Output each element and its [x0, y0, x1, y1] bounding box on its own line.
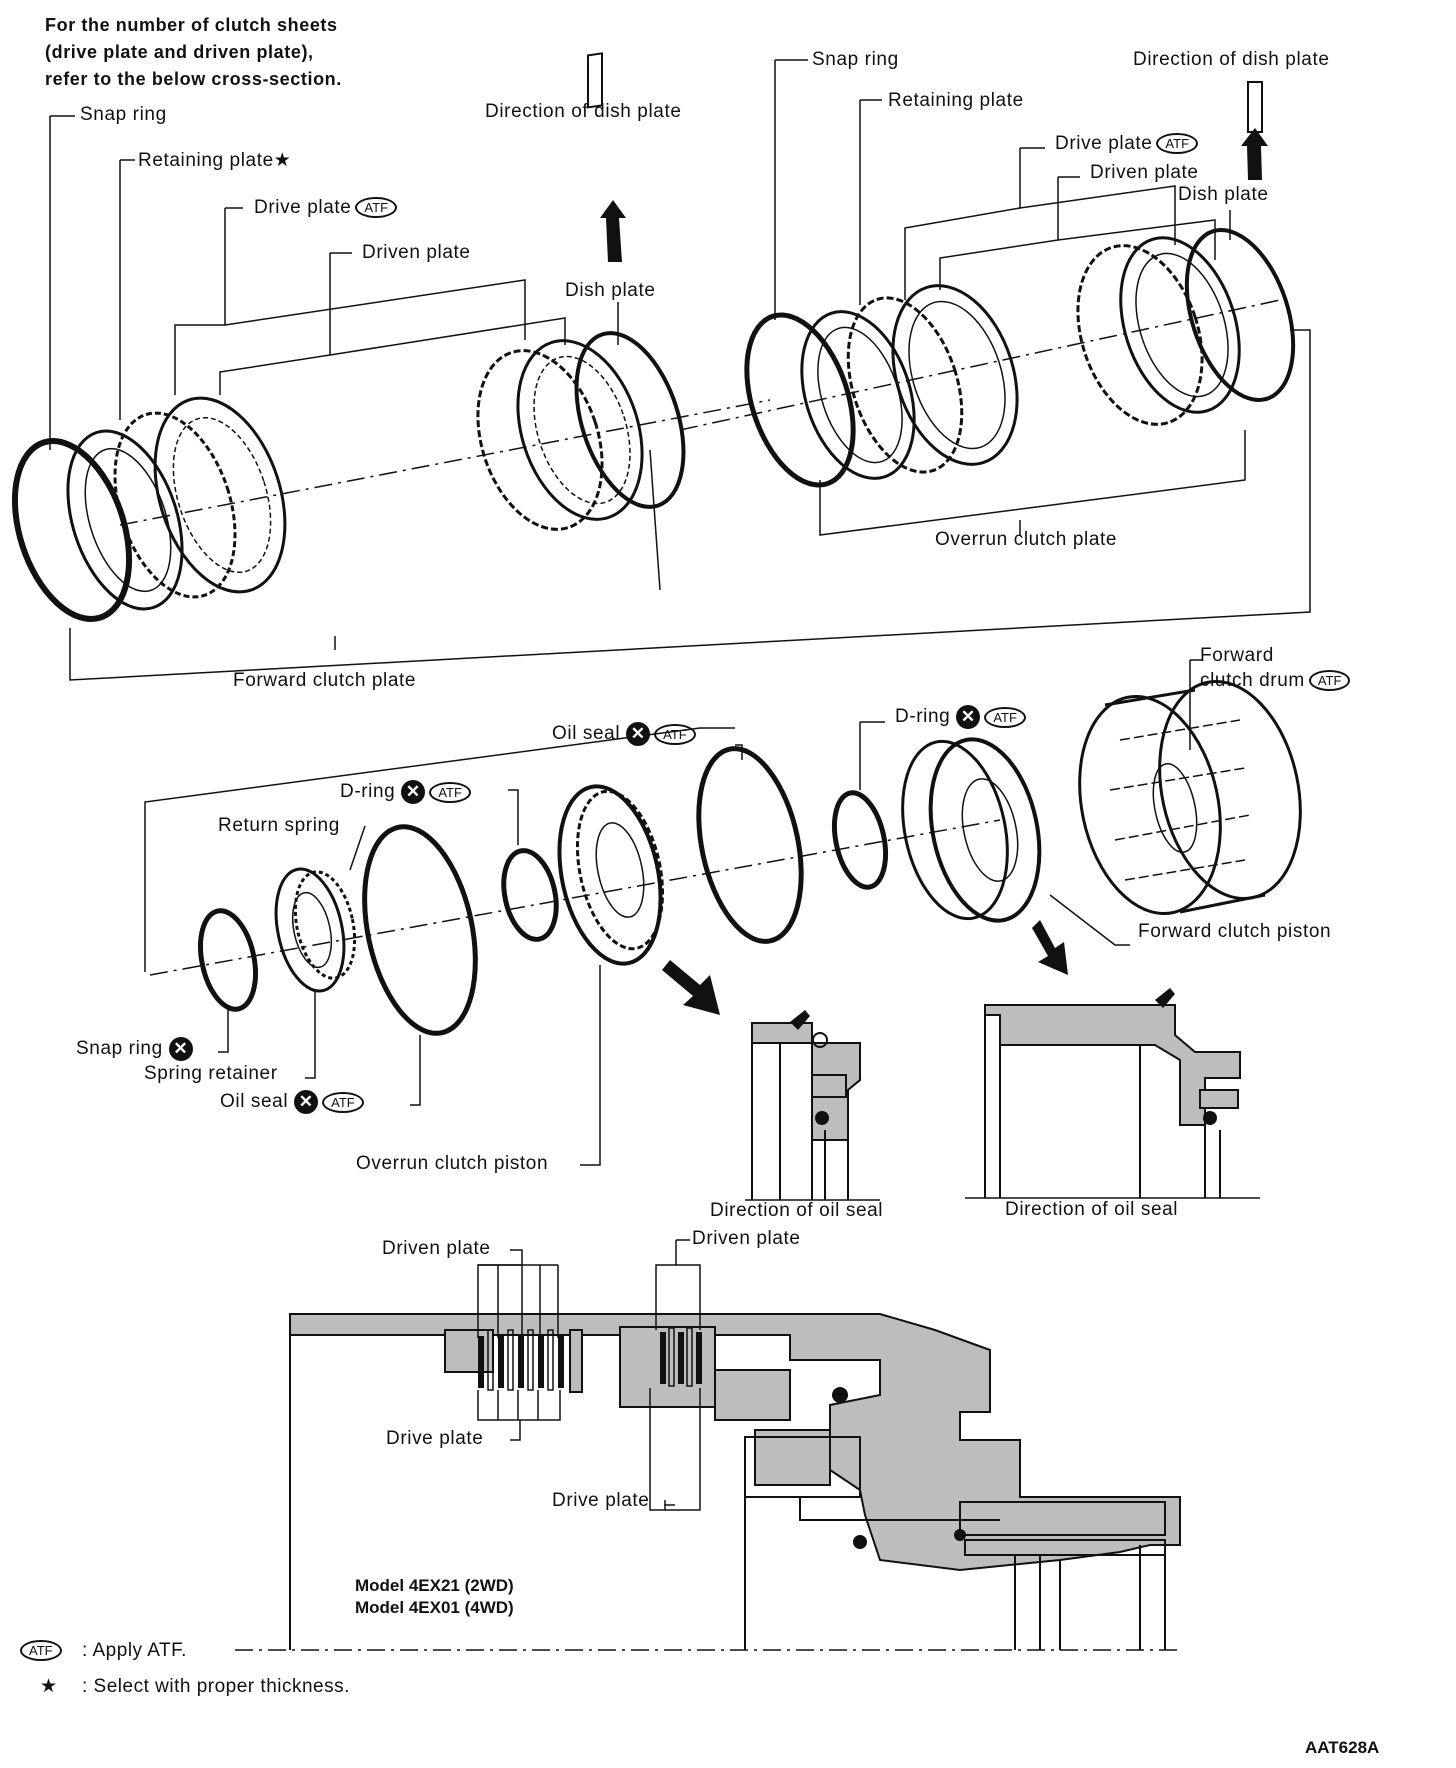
- forward-clutch-piston-part: [901, 739, 1009, 921]
- label-direction-oil-seal-1: Direction of oil seal: [710, 1200, 884, 1221]
- note-line-1: For the number of clutch sheets: [45, 15, 338, 35]
- oil-seal-detail-2: [965, 988, 1260, 1199]
- label-driven-plate-left: Driven plate: [362, 242, 471, 263]
- x-mark-icon: ✕: [294, 1090, 319, 1114]
- note-line-2: (drive plate and driven plate),: [45, 42, 314, 62]
- atf-icon: ATF: [355, 197, 398, 219]
- label-retaining-plate-right: Retaining plate: [888, 90, 1024, 111]
- atf-icon: ATF: [1156, 133, 1199, 155]
- model-info: Model 4EX21 (2WD) Model 4EX01 (4WD): [355, 1575, 514, 1619]
- dish-plate-left-part: [574, 331, 686, 509]
- label-direction-dish-left: Direction of dish plate: [485, 101, 682, 122]
- label-forward-clutch-piston: Forward clutch piston: [1138, 921, 1332, 942]
- label-direction-dish-right: Direction of dish plate: [1133, 49, 1330, 70]
- label-dish-plate-right: Dish plate: [1178, 184, 1269, 205]
- label-drive-plate-left-text: Drive plate: [254, 197, 352, 218]
- drive-plate-right-part: [846, 296, 964, 474]
- plate-stack-1: [478, 1329, 583, 1393]
- driven-plate-left-part: [476, 349, 604, 531]
- star-icon: ★: [40, 1676, 58, 1697]
- snap-ring-bottom-part: [198, 908, 258, 1012]
- x-mark-icon: ✕: [168, 1037, 193, 1061]
- label-driven-plate-cs1: Driven plate: [382, 1238, 491, 1259]
- legend-star-text: : Select with proper thickness.: [82, 1676, 350, 1697]
- driven-plate-right-part: [1076, 244, 1204, 426]
- label-forward-clutch-plate: Forward clutch plate: [233, 670, 417, 691]
- cross-section-drawing: [235, 1239, 1181, 1651]
- label-snap-ring-right: Snap ring: [812, 49, 899, 70]
- oil-seal-bottom-part: [362, 824, 478, 1036]
- atf-icon: ATF: [1308, 670, 1351, 692]
- dish-plate-right-part: [1184, 228, 1296, 402]
- atf-icon: ATF: [429, 781, 471, 803]
- label-drive-plate-right-text: Drive plate: [1055, 133, 1153, 154]
- model-line-2: Model 4EX01 (4WD): [355, 1598, 514, 1617]
- label-driven-plate-right: Driven plate: [1090, 162, 1199, 183]
- retaining-plate-left-part: [66, 429, 184, 611]
- legend-star: ★ : Select with proper thickness.: [20, 1675, 350, 1698]
- label-retaining-plate-left-text: Retaining plate: [138, 150, 274, 171]
- atf-icon: ATF: [984, 706, 1026, 728]
- note-line-3: refer to the below cross-section.: [45, 69, 342, 89]
- label-driven-plate-cs2: Driven plate: [692, 1228, 801, 1249]
- label-oil-seal-bottom: Oil seal✕ATF: [220, 1090, 364, 1114]
- atf-icon: ATF: [20, 1640, 62, 1662]
- oil-seal-top-part: [696, 746, 804, 944]
- label-oil-seal-top-text: Oil seal: [552, 723, 621, 745]
- overrun-clutch-piston-part: [557, 784, 663, 966]
- x-mark-icon: ✕: [401, 780, 426, 804]
- legend-atf: ATF : Apply ATF.: [20, 1640, 187, 1662]
- oil-seal-detail-1: [745, 1010, 880, 1201]
- label-oil-seal-top: Oil seal✕ATF: [552, 722, 696, 746]
- plate-stack-2: [660, 1327, 702, 1387]
- clutch-sheet-note: For the number of clutch sheets (drive p…: [45, 12, 342, 93]
- forward-clutch-drum-part: [1078, 694, 1222, 916]
- d-ring-right-part: [831, 790, 889, 890]
- spring-retainer-part: [274, 867, 346, 993]
- label-spring-retainer: Spring retainer: [144, 1063, 278, 1084]
- figure-code: AAT628A: [1305, 1738, 1380, 1757]
- model-line-1: Model 4EX21 (2WD): [355, 1576, 514, 1595]
- label-snap-ring-bottom: Snap ring✕: [76, 1037, 193, 1061]
- label-drive-plate-cs2: Drive plate: [552, 1490, 650, 1511]
- label-forward-clutch-drum-1: Forward: [1200, 645, 1274, 666]
- star-icon: ★: [273, 150, 292, 171]
- retaining-plate-right-part: [800, 310, 916, 480]
- snap-ring-right-part: [744, 312, 856, 488]
- label-retaining-plate-left: Retaining plate★: [138, 149, 291, 172]
- x-mark-icon: ✕: [956, 705, 981, 729]
- label-d-ring-left: D-ring✕ATF: [340, 780, 471, 804]
- drive-plate-left-part: [113, 411, 237, 599]
- label-return-spring: Return spring: [218, 815, 340, 836]
- label-d-ring-right-text: D-ring: [895, 706, 951, 728]
- label-forward-clutch-drum-2-text: clutch drum: [1200, 670, 1305, 691]
- label-direction-oil-seal-2: Direction of oil seal: [1005, 1199, 1179, 1220]
- label-snap-ring-left: Snap ring: [80, 104, 167, 125]
- x-mark-icon: ✕: [626, 722, 651, 746]
- label-d-ring-right: D-ring✕ATF: [895, 705, 1026, 729]
- label-overrun-clutch-plate: Overrun clutch plate: [935, 529, 1118, 550]
- d-ring-left-part: [501, 848, 559, 942]
- label-drive-plate-cs1: Drive plate: [386, 1428, 484, 1449]
- label-overrun-clutch-piston: Overrun clutch piston: [356, 1153, 549, 1174]
- label-oil-seal-bottom-text: Oil seal: [220, 1091, 289, 1113]
- label-snap-ring-bottom-text: Snap ring: [76, 1038, 163, 1060]
- legend-atf-text: : Apply ATF.: [82, 1640, 187, 1661]
- atf-icon: ATF: [322, 1091, 364, 1113]
- label-d-ring-left-text: D-ring: [340, 781, 396, 803]
- atf-icon: ATF: [654, 723, 696, 745]
- label-dish-plate-left: Dish plate: [565, 280, 656, 301]
